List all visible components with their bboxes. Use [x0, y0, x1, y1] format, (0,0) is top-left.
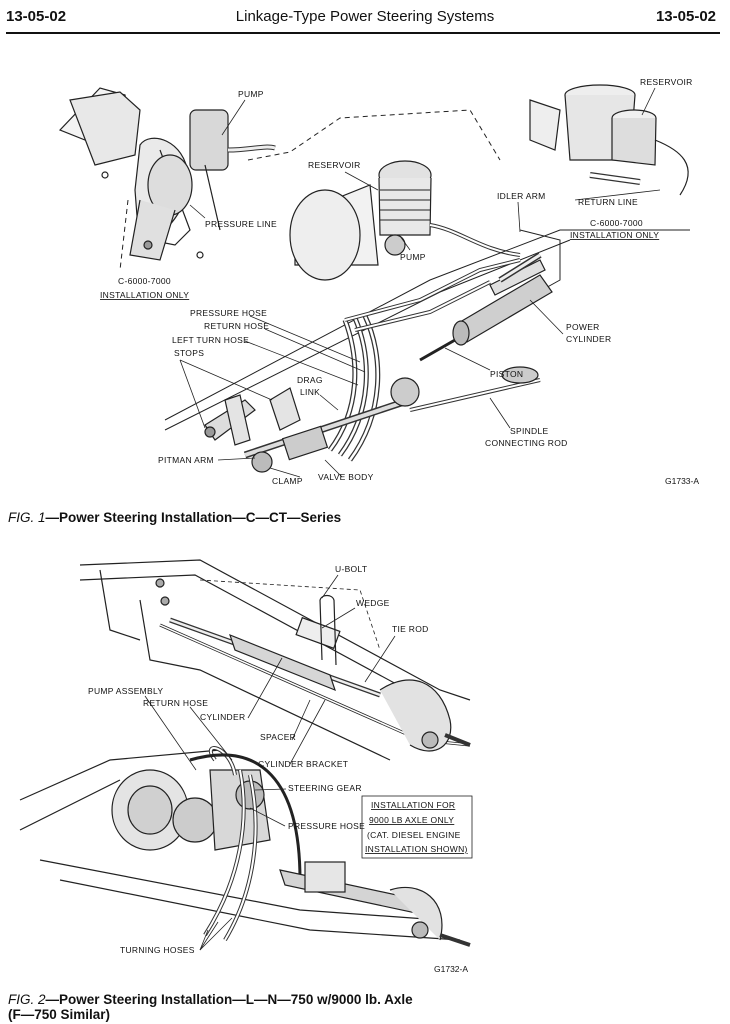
page-code-right: 13-05-02	[655, 8, 716, 25]
pitman-arm-drawing	[204, 387, 301, 446]
figure-2-caption-prefix: FIG. 2	[8, 992, 46, 1007]
label-install-line-2: 9000 LB AXLE ONLY	[369, 815, 454, 825]
label-piston: PISTON	[490, 369, 523, 379]
label-connecting-rod: CONNECTING ROD	[485, 438, 568, 448]
label-link: LINK	[300, 387, 320, 397]
label-install-line-1: INSTALLATION FOR	[371, 800, 455, 810]
label-return-hose: RETURN HOSE	[143, 698, 208, 708]
page-title: Linkage-Type Power Steering Systems	[235, 8, 495, 25]
label-cylinder: CYLINDER	[566, 334, 611, 344]
label-pump-top: PUMP	[238, 89, 264, 99]
center-reservoir-drawing	[289, 160, 521, 281]
label-spindle: SPINDLE	[510, 426, 549, 436]
label-cylinder: CYLINDER	[200, 712, 245, 722]
label-pump-assembly: PUMP ASSEMBLY	[88, 686, 163, 696]
label-install-line-3: (CAT. DIESEL ENGINE	[367, 830, 461, 840]
label-stops: STOPS	[174, 348, 204, 358]
label-reservoir-center: RESERVOIR	[308, 160, 361, 170]
installation-note-box	[361, 795, 473, 859]
figure-2-caption: FIG. 2—Power Steering Installation—L—N—7…	[8, 992, 413, 1022]
label-steering-gear: STEERING GEAR	[288, 783, 362, 793]
label-return-line: RETURN LINE	[578, 197, 638, 207]
label-left-turn-hose: LEFT TURN HOSE	[172, 335, 249, 345]
header-rule	[6, 32, 720, 34]
label-spacer: SPACER	[260, 732, 296, 742]
figure-2-caption-text: —Power Steering Installation—L—N—750 w/9…	[45, 992, 413, 1007]
label-clamp: CLAMP	[272, 476, 303, 486]
label-idler-arm: IDLER ARM	[497, 191, 546, 201]
figure-1-caption-prefix: FIG. 1	[8, 510, 46, 525]
page-code-left: 13-05-02	[6, 8, 67, 25]
label-install-left-2: INSTALLATION ONLY	[100, 290, 189, 300]
label-install-right-2: INSTALLATION ONLY	[570, 230, 659, 240]
figure-1-caption-text: —Power Steering Installation—C—CT—Series	[45, 510, 342, 525]
label-cylinder-bracket: CYLINDER BRACKET	[258, 759, 348, 769]
label-return-hose: RETURN HOSE	[204, 321, 269, 331]
label-power: POWER	[566, 322, 600, 332]
figure-2-code: G1732-A	[434, 964, 468, 974]
power-cylinder-drawing	[419, 252, 553, 362]
figure-2-caption-line2: (F—750 Similar)	[8, 1007, 111, 1022]
label-turning-hoses: TURNING HOSES	[120, 945, 195, 955]
drag-link-valve-drawing	[243, 366, 541, 473]
label-reservoir-right: RESERVOIR	[640, 77, 693, 87]
figure-1-illustration: PUMP PRESSURE LINE RESERVOIR PUMP RESERV…	[58, 77, 699, 486]
figure-2-illustration: U-BOLT WEDGE TIE ROD PUMP ASSEMBLY RETUR…	[19, 559, 473, 974]
label-valve-body: VALVE BODY	[318, 472, 374, 482]
label-tie-rod: TIE ROD	[392, 624, 429, 634]
label-pump-center: PUMP	[400, 252, 426, 262]
figure-1-caption: FIG. 1—Power Steering Installation—C—CT—…	[8, 510, 341, 525]
label-wedge: WEDGE	[356, 598, 390, 608]
right-reservoir-drawing	[529, 84, 689, 196]
hose-bundle-drawing	[327, 258, 521, 462]
label-pressure-hose: PRESSURE HOSE	[190, 308, 267, 318]
label-install-line-4: INSTALLATION SHOWN)	[365, 844, 468, 854]
label-install-left-1: C-6000-7000	[118, 276, 171, 286]
label-pressure-hose: PRESSURE HOSE	[288, 821, 365, 831]
upper-frame-drawing	[79, 559, 471, 761]
left-pump-bracket-drawing	[58, 87, 276, 261]
label-drag: DRAG	[297, 375, 323, 385]
label-pressure-line: PRESSURE LINE	[205, 219, 277, 229]
label-u-bolt: U-BOLT	[335, 564, 367, 574]
label-install-right-1: C-6000-7000	[590, 218, 643, 228]
label-pitman-arm: PITMAN ARM	[158, 455, 214, 465]
figure-1-code: G1733-A	[665, 476, 699, 486]
